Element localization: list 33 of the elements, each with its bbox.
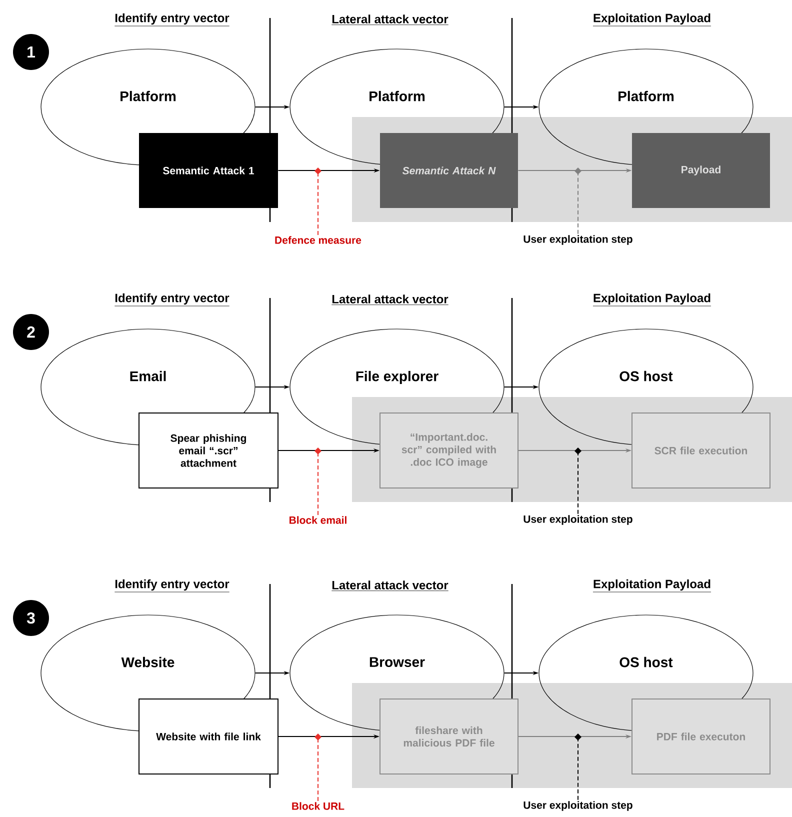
column-heading: Identify entry vector <box>114 293 230 306</box>
attack-box: “Important.doc. scr” compiled with .doc ICO image <box>380 412 518 488</box>
attack-box: PDF file executon <box>632 698 770 774</box>
annotation-text: Block URL <box>292 802 344 810</box>
attack-box: SCR file execution <box>632 412 770 488</box>
annotation-text: User exploitation step <box>524 801 632 811</box>
attack-box: Payload <box>632 133 770 208</box>
leader-line <box>314 448 322 516</box>
step-number: 1 <box>13 34 49 70</box>
leader-line <box>574 448 582 514</box>
annotation-text: User exploitation step <box>524 235 632 245</box>
attack-box: Semantic Attack N <box>380 133 518 208</box>
leader-line <box>574 734 582 800</box>
column-heading: Exploitation Payload <box>592 293 712 306</box>
column-heading: Identify entry vector <box>114 579 230 592</box>
leader-line <box>314 168 322 236</box>
column-heading: Lateral attack vector <box>331 294 449 305</box>
attack-box: fileshare with malicious PDF file <box>380 698 518 774</box>
column-heading: Identify entry vector <box>114 13 230 26</box>
annotation-text: Defence measure <box>275 236 362 244</box>
column-heading: Exploitation Payload <box>592 579 712 592</box>
annotation-text: Block email <box>290 516 346 524</box>
step-number: 3 <box>13 600 49 636</box>
annotation-text: User exploitation step <box>524 515 632 525</box>
column-heading: Lateral attack vector <box>331 580 449 591</box>
leader-line <box>574 168 582 234</box>
step-number: 2 <box>13 314 49 350</box>
leader-line <box>314 734 322 802</box>
attack-box: Semantic Attack 1 <box>139 133 278 208</box>
attack-box: Spear phishing email “.scr” attachment <box>138 412 278 488</box>
column-heading: Exploitation Payload <box>592 13 712 26</box>
attack-box: Website with file link <box>138 698 278 774</box>
column-heading: Lateral attack vector <box>331 14 449 26</box>
